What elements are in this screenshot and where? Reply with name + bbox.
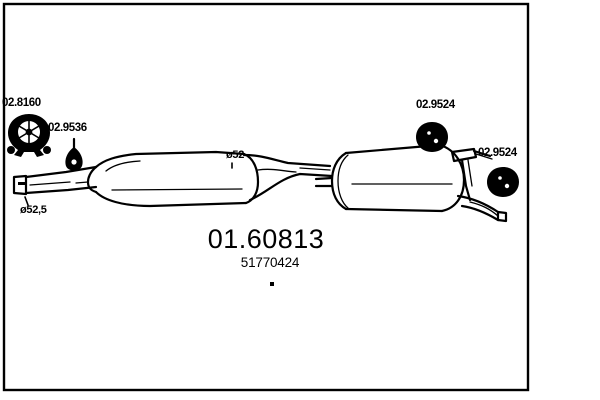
- rubber-hanger-icon: [65, 137, 83, 171]
- ref-label-mount-lower-right: 02.9524: [478, 147, 518, 159]
- dimension-label-midpipe-diameter: ø52: [226, 149, 244, 161]
- main-part-number: 01.60813: [208, 224, 325, 254]
- mid-connecting-pipe: [242, 153, 334, 202]
- inlet-pipe-assembly: [12, 165, 98, 196]
- rubber-mount-icon-upper: [416, 122, 448, 152]
- exhaust-gasket-icon: [7, 114, 51, 157]
- leader-lines: [24, 162, 233, 206]
- rear-silencer-body: [314, 143, 466, 213]
- front-silencer-body: [75, 150, 260, 208]
- dimension-label-inlet-diameter: ø52,5: [20, 204, 47, 216]
- ref-label-hanger-left: 02.9536: [48, 122, 87, 134]
- centre-dot-marker: [270, 282, 274, 286]
- rubber-mount-icon-lower: [487, 167, 519, 197]
- ref-label-mount-upper-right: 02.9524: [416, 99, 456, 111]
- oem-part-number: 51770424: [241, 255, 300, 270]
- ref-label-gasket: 02.8160: [2, 97, 41, 109]
- drawing-frame: [2, 2, 530, 392]
- tailpipe-assembly: [450, 147, 508, 223]
